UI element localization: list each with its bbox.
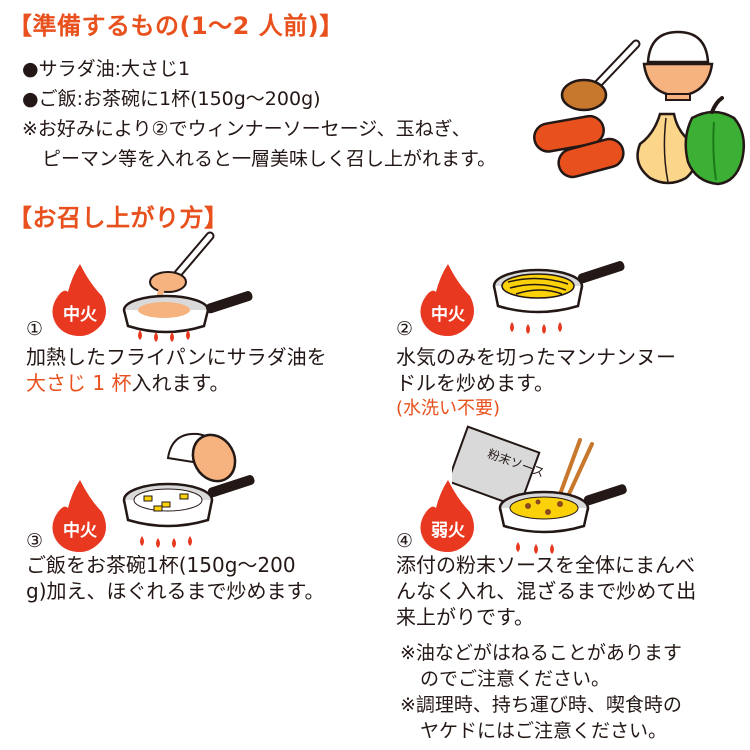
step3-line2: g)加え、ほぐれるまで炒めます。 <box>26 579 325 603</box>
step1-line1: 加熱したフライパンにサラダ油を <box>26 345 327 369</box>
rice-bowl-icon <box>642 30 714 101</box>
step2-number: ② <box>396 318 414 340</box>
sausage-icon <box>533 114 625 179</box>
step1-line2-rest: 入れます。 <box>131 371 230 395</box>
prep-note-line2: ピーマン等を入れると一層美味しく召し上がれます。 <box>42 148 497 170</box>
step3-text: ご飯をお茶碗1杯(150g〜200 g)加え、ほぐれるまで炒めます。 <box>26 552 325 604</box>
caution-burn-line2: ヤケドにはご注意ください。 <box>420 720 668 742</box>
green-pepper-icon <box>684 96 745 186</box>
caution-splatter: ※油などがはねることがあります のでご注意ください。 <box>400 640 682 692</box>
prep-heading: 【準備するもの(1〜2 人前)】 <box>8 12 344 40</box>
step2-text: 水気のみを切ったマンナンヌー ドルを炒めます。 (水洗い不要) <box>396 344 676 422</box>
sauce-packet-icon: 粉末ソース <box>452 425 546 512</box>
flame-icon <box>420 264 474 336</box>
step4-line3: 来上がりです。 <box>396 605 534 629</box>
step3-line1: ご飯をお茶碗1杯(150g〜200 <box>26 553 296 577</box>
pan-oil-illustration <box>122 231 253 342</box>
prep-item-rice: ●ご飯:お茶碗に1杯(150g〜200g) <box>22 88 321 110</box>
heat-level-step3: 中火 <box>63 521 97 541</box>
flame-icon <box>420 480 474 552</box>
step4-line1: 添付の粉末ソースを全体にまんべ <box>396 553 695 577</box>
caution-splatter-line1-end: す <box>662 642 682 664</box>
step2-line1: 水気のみを切ったマンナンヌー <box>396 345 676 369</box>
step4-text: 添付の粉末ソースを全体にまんべ んなく入れ、混ざるまで炒めて出 来上がりです。 <box>396 552 696 630</box>
heat-level-step1: 中火 <box>63 305 97 325</box>
step3-number: ③ <box>26 530 44 552</box>
ingredients-illustration <box>533 30 745 186</box>
step1-number: ① <box>26 318 44 340</box>
heat-level-step4: 弱火 <box>431 521 465 541</box>
heat-level-step2: 中火 <box>431 305 465 325</box>
flame-icon <box>52 264 106 336</box>
spoon-icon <box>560 39 641 112</box>
method-heading: 【お召し上がり方】 <box>8 204 229 232</box>
prep-note-line1: ※お好みにより②でウィンナーソーセージ、玉ねぎ、 <box>22 118 471 140</box>
step2-line2: ドルを炒めます。 <box>396 371 554 395</box>
flame-icon <box>52 480 106 552</box>
caution-splatter-line2: のでご注意ください。 <box>420 668 611 690</box>
prep-item-oil: ●サラダ油:大さじ1 <box>22 58 191 80</box>
step1-line2: 大さじ 1 杯入れます。 <box>26 370 327 396</box>
step2-highlight: (水洗い不要) <box>396 398 501 419</box>
caution-splatter-line1: ※油などがはねることがありま <box>400 642 663 664</box>
caution-burn: ※調理時、持ち運び時、喫食時の ヤケドにはご注意ください。 <box>400 692 682 744</box>
pan-rice-illustration <box>122 432 255 548</box>
step1-text: 加熱したフライパンにサラダ油を 大さじ 1 杯入れます。 <box>26 344 327 396</box>
pan-noodles-illustration <box>492 261 625 334</box>
step1-highlight: 大さじ 1 杯 <box>26 371 132 395</box>
step4-number: ④ <box>396 530 414 552</box>
step4-line2: んなく入れ、混ざるまで炒めて出 <box>396 579 697 603</box>
pan-sauce-illustration: 粉末ソース <box>452 425 627 554</box>
caution-burn-line1: ※調理時、持ち運び時、喫食時の <box>400 694 682 716</box>
